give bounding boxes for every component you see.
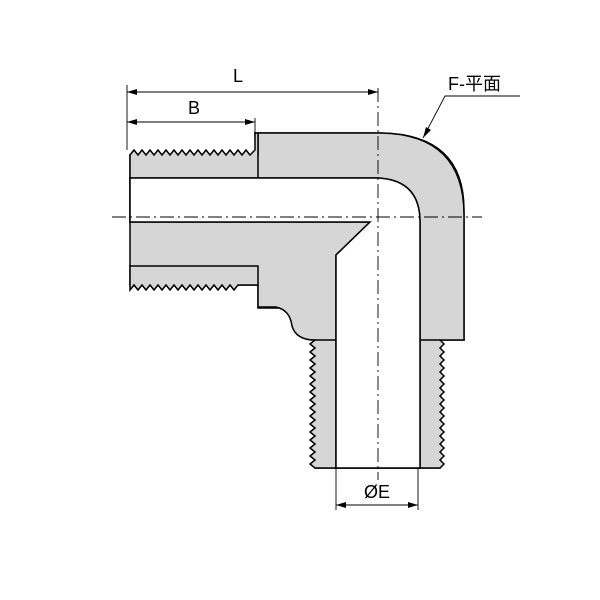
l-arrow-left (127, 89, 137, 95)
left-thread-top (129, 132, 259, 179)
e-arrow-left (336, 502, 346, 508)
b-arrow-left (127, 119, 137, 125)
e-arrow-right (408, 502, 418, 508)
bottom-thread-right (419, 339, 446, 469)
dim-label-e: ØE (364, 482, 390, 502)
flat-leader-line (422, 95, 520, 139)
bottom-thread-left (308, 339, 337, 469)
flat-leader-arrow (423, 127, 431, 138)
inner-bore-overlay (129, 177, 421, 469)
flat-label: F-平面 (448, 74, 501, 94)
b-arrow-right (245, 119, 255, 125)
l-arrow-right (368, 89, 378, 95)
left-thread-bottom (129, 265, 259, 293)
dim-label-l: L (233, 66, 243, 86)
dim-label-b: B (188, 98, 200, 118)
